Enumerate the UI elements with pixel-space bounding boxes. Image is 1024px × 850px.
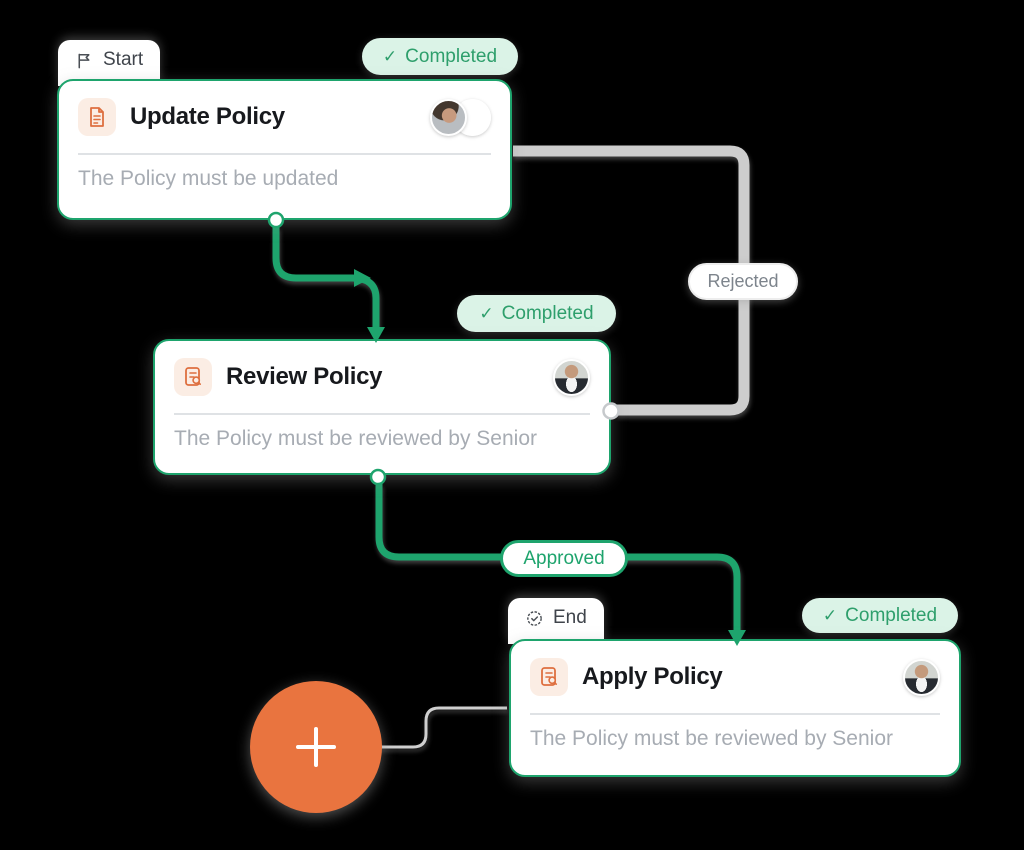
- status-badge: ✓ Completed: [362, 38, 518, 75]
- edge-label-approved[interactable]: Approved: [500, 540, 628, 577]
- flag-icon: [78, 53, 90, 68]
- document-search-icon: [530, 658, 568, 696]
- node-title: Update Policy: [130, 103, 285, 130]
- node-header: Apply Policy: [530, 641, 940, 715]
- node-header: Review Policy: [174, 341, 590, 415]
- status-label: Completed: [501, 302, 594, 324]
- node-title: Apply Policy: [582, 663, 723, 690]
- check-icon: ✓: [382, 47, 398, 66]
- check-icon: ✓: [822, 606, 838, 625]
- assignee-avatars: [430, 98, 491, 136]
- avatar: [430, 98, 467, 136]
- badge-check-icon: [527, 610, 542, 626]
- node-title: Review Policy: [226, 363, 383, 390]
- node-apply-policy[interactable]: Apply Policy The Policy must be reviewed…: [509, 639, 961, 777]
- edge-label-text: Rejected: [707, 271, 779, 291]
- edge-label-rejected[interactable]: Rejected: [688, 263, 798, 300]
- add-node-button[interactable]: [250, 681, 382, 813]
- node-description: The Policy must be reviewed by Senior: [530, 727, 893, 750]
- end-tab: End: [508, 598, 604, 644]
- document-search-icon: [174, 358, 212, 396]
- start-tab: Start: [58, 40, 161, 86]
- status-badge: ✓ Completed: [802, 598, 958, 633]
- node-header: Update Policy: [78, 81, 491, 155]
- start-tab-label: Start: [103, 49, 144, 70]
- edge-label-text: Approved: [523, 547, 605, 569]
- node-description: The Policy must be reviewed by Senior: [174, 427, 537, 450]
- node-review-policy[interactable]: Review Policy The Policy must be reviewe…: [153, 339, 611, 475]
- avatar: [553, 358, 590, 396]
- status-label: Completed: [405, 45, 498, 67]
- check-icon: ✓: [479, 304, 494, 323]
- avatar: [903, 658, 940, 696]
- status-badge: ✓ Completed: [457, 295, 616, 332]
- assignee-avatars: [903, 658, 940, 696]
- assignee-avatars: [553, 358, 590, 396]
- edge-add-apply-path[interactable]: [340, 706, 507, 749]
- document-icon: [78, 98, 116, 136]
- end-tab-label: End: [553, 607, 587, 628]
- status-label: Completed: [845, 604, 938, 626]
- node-description: The Policy must be updated: [78, 167, 339, 190]
- node-update-policy[interactable]: Update Policy The Policy must be updated: [57, 79, 512, 220]
- edge-update-review-path[interactable]: [272, 227, 380, 328]
